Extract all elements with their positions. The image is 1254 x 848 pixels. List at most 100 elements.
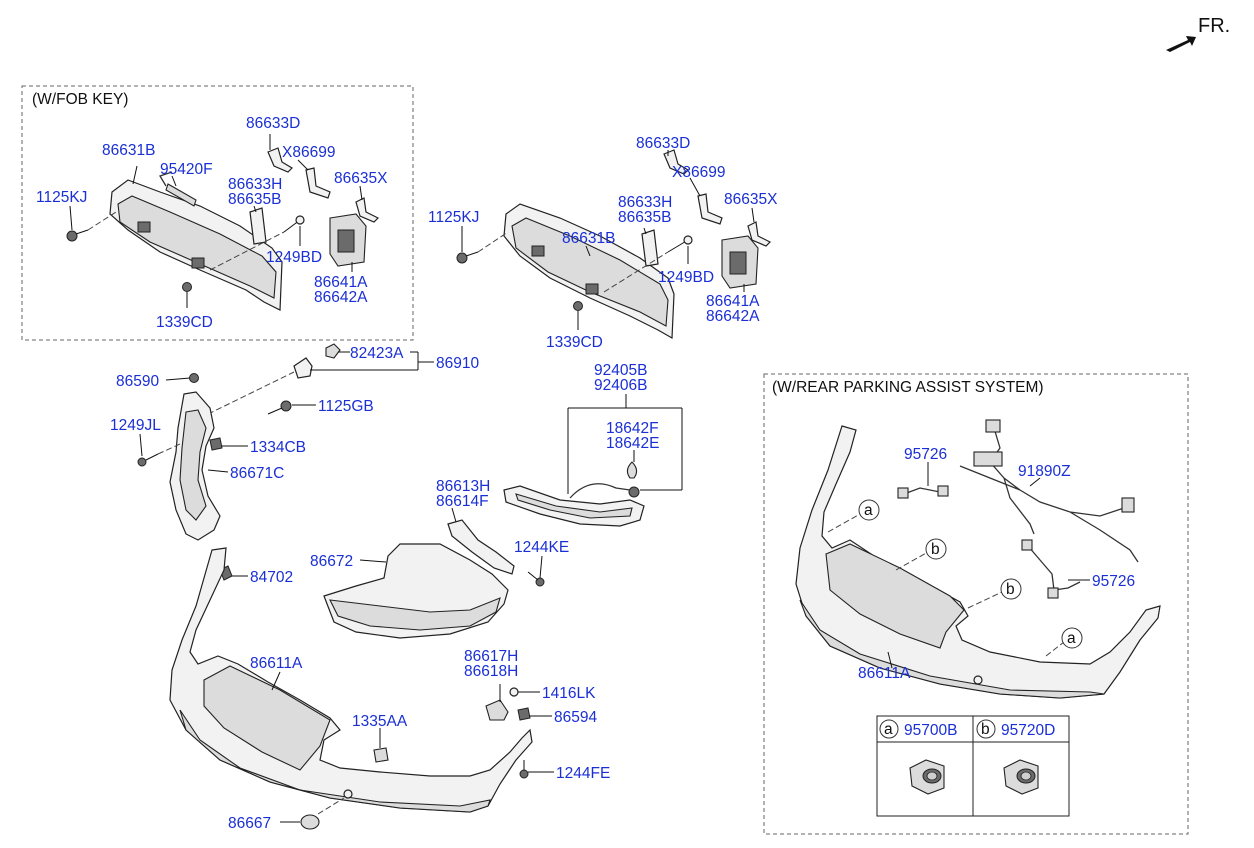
label-1249JL[interactable]: 1249JL	[110, 417, 161, 434]
label-86642A[interactable]: 86642A	[314, 289, 368, 306]
label-1335AA[interactable]: 1335AA	[352, 713, 408, 730]
bracket-86613H[interactable]	[447, 519, 515, 575]
label-86633D[interactable]: 86633D	[636, 135, 690, 152]
clip-1334CB[interactable]	[209, 437, 223, 451]
extension-wire-95726-upper[interactable]	[903, 487, 941, 495]
label-86594[interactable]: 86594	[554, 709, 597, 726]
label-X86699[interactable]: X86699	[282, 144, 335, 161]
label-86633H[interactable]: 86633H	[228, 176, 282, 193]
label-1339CD[interactable]: 1339CD	[546, 334, 603, 351]
grommet-82423A[interactable]	[325, 343, 341, 359]
rear-reflector[interactable]	[503, 485, 645, 527]
label-95726-upper[interactable]: 95726	[904, 446, 947, 463]
label-92406B[interactable]: 92406B	[594, 377, 647, 394]
bumper-beam-face	[117, 195, 277, 299]
label-1244FE[interactable]: 1244FE	[556, 765, 610, 782]
legend-a-part[interactable]: 95700B	[904, 722, 957, 739]
harness-91890Z[interactable]	[959, 427, 1139, 563]
label-86667[interactable]: 86667	[228, 815, 271, 832]
label-86617H[interactable]: 86617H	[464, 648, 518, 665]
clip-86910[interactable]	[293, 357, 313, 379]
label-18642E[interactable]: 18642E	[606, 435, 659, 452]
label-1249BD[interactable]: 1249BD	[266, 249, 322, 266]
label-1125GB[interactable]: 1125GB	[318, 398, 374, 415]
label-86611A[interactable]: 86611A	[250, 655, 303, 672]
label-86611A-parking[interactable]: 86611A	[858, 665, 911, 682]
bulb-18642F[interactable]	[626, 461, 638, 479]
bolt-1249BD[interactable]	[667, 235, 693, 253]
fob-antenna[interactable]	[165, 183, 197, 207]
label-1339CD[interactable]: 1339CD	[156, 314, 213, 331]
label-86672[interactable]: 86672	[310, 553, 353, 570]
bracket-X86699[interactable]	[305, 167, 331, 199]
clip-1416LK[interactable]	[509, 687, 519, 697]
label-1244KE[interactable]: 1244KE	[514, 539, 569, 556]
label-86633H[interactable]: 86633H	[618, 194, 672, 211]
label-1249BD[interactable]: 1249BD	[658, 269, 714, 286]
bracket-window	[337, 229, 355, 253]
nut-1339CD[interactable]	[573, 301, 583, 311]
bracket-86633D[interactable]	[663, 149, 689, 175]
label-92405B[interactable]: 92405B	[594, 362, 647, 379]
label-86631B[interactable]: 86631B	[562, 230, 615, 247]
nut-1339CD[interactable]	[182, 282, 192, 292]
callout-a-lower[interactable]: a	[1045, 627, 1083, 657]
bolt-1125GB[interactable]	[267, 400, 292, 415]
legend-a-marker	[879, 719, 899, 739]
bracket-86633H[interactable]	[641, 229, 659, 267]
label-1125KJ[interactable]: 1125KJ	[428, 209, 479, 226]
label-86671C[interactable]: 86671C	[230, 465, 284, 482]
bolt-1249BD[interactable]	[283, 215, 305, 233]
label-X86699[interactable]: X86699	[672, 164, 725, 181]
label-86635X[interactable]: 86635X	[334, 170, 388, 187]
label-86590[interactable]: 86590	[116, 373, 159, 390]
callout-b-upper[interactable]: b	[895, 538, 947, 571]
bracket-86633H[interactable]	[249, 207, 267, 245]
label-86618H[interactable]: 86618H	[464, 663, 518, 680]
wire-connector	[1047, 587, 1059, 599]
callout-a-upper[interactable]: a	[827, 499, 880, 533]
nut-86594[interactable]	[517, 707, 531, 721]
bracket-X86699[interactable]	[697, 193, 723, 225]
screw-1244KE[interactable]	[527, 571, 545, 587]
clip-1335AA[interactable]	[373, 747, 389, 763]
label-1416LK[interactable]: 1416LK	[542, 685, 596, 702]
label-86633D[interactable]: 86633D	[246, 115, 300, 132]
bolt-1125KJ[interactable]	[66, 229, 89, 242]
nut-86590[interactable]	[189, 373, 199, 383]
label-86641A[interactable]: 86641A	[314, 274, 368, 291]
extension-wire-95726-lower[interactable]	[1027, 545, 1081, 591]
callout-b-lower[interactable]: b	[967, 578, 1022, 609]
bracket-86635X[interactable]	[355, 197, 380, 223]
tow-hook-cap-86667[interactable]	[300, 814, 320, 830]
label-86635B[interactable]: 86635B	[228, 191, 281, 208]
tow-hole	[343, 789, 353, 799]
leader-dash	[477, 231, 509, 253]
label-82423A[interactable]: 82423A	[350, 345, 404, 362]
sensor-95700B[interactable]	[909, 759, 945, 795]
label-95726-lower[interactable]: 95726	[1092, 573, 1135, 590]
label-95420F[interactable]: 95420F	[160, 161, 213, 178]
label-1334CB[interactable]: 1334CB	[250, 439, 306, 456]
label-86635X[interactable]: 86635X	[724, 191, 778, 208]
screw-1244FE[interactable]	[519, 760, 529, 779]
bracket-86633D[interactable]	[267, 147, 293, 173]
label-86642A[interactable]: 86642A	[706, 308, 760, 325]
sensor-95720D[interactable]	[1003, 759, 1039, 795]
label-86613H[interactable]: 86613H	[436, 478, 490, 495]
label-86910[interactable]: 86910	[436, 355, 479, 372]
label-86614F[interactable]: 86614F	[436, 493, 489, 510]
legend-b-marker	[976, 719, 996, 739]
label-86635B[interactable]: 86635B	[618, 209, 671, 226]
label-1125KJ[interactable]: 1125KJ	[36, 189, 87, 206]
label-84702[interactable]: 84702	[250, 569, 293, 586]
legend-b-part[interactable]: 95720D	[1001, 722, 1055, 739]
socket-92405B[interactable]	[628, 486, 640, 498]
label-86641A[interactable]: 86641A	[706, 293, 760, 310]
bolt-1125KJ[interactable]	[456, 251, 479, 264]
label-18642F[interactable]: 18642F	[606, 420, 659, 437]
label-86631B[interactable]: 86631B	[102, 142, 155, 159]
bracket-86617H[interactable]	[485, 699, 509, 721]
label-91890Z[interactable]: 91890Z	[1018, 463, 1071, 480]
bolt-1249JL[interactable]	[137, 453, 159, 467]
